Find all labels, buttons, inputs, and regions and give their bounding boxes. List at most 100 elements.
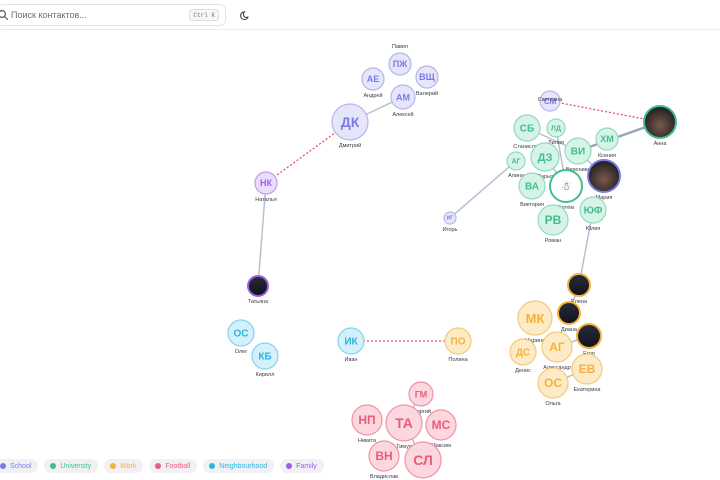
avatar-glyph-icon: ☃ xyxy=(561,180,571,193)
contact-name: Елена xyxy=(571,299,588,305)
link-sm-anna xyxy=(549,100,661,123)
contact-initials: ПЖ xyxy=(393,59,408,69)
contact-photo xyxy=(576,323,602,349)
contact-node-tatyana[interactable]: Татьяна xyxy=(247,275,269,305)
contact-photo xyxy=(643,105,677,139)
theme-toggle-button[interactable] xyxy=(236,6,254,24)
legend-dot xyxy=(155,463,162,469)
contact-avatar xyxy=(408,381,434,407)
contact-avatar xyxy=(595,127,619,151)
contact-initials: СБ xyxy=(520,124,534,135)
contact-name: Диана xyxy=(561,327,578,333)
contact-photo xyxy=(247,275,269,297)
contact-initials: ХМ xyxy=(600,134,614,144)
legend-chip-university[interactable]: University xyxy=(44,459,99,473)
contact-initials: РВ xyxy=(545,213,562,227)
contact-node-egor[interactable]: Егор xyxy=(576,323,602,357)
contact-initials: НК xyxy=(260,178,272,188)
contact-node-anna[interactable]: Анна xyxy=(643,105,677,147)
contact-initials: ГМ xyxy=(415,389,428,399)
link-igor-ag1 xyxy=(449,160,517,219)
search-input[interactable] xyxy=(11,7,181,23)
search-box[interactable]: Ctrl K xyxy=(0,4,226,26)
contact-name: Ольга xyxy=(545,401,561,407)
contact-node-ag2[interactable]: АГАлександр xyxy=(541,331,573,371)
contact-avatar xyxy=(388,52,412,76)
legend-chip-neighbourhood[interactable]: Neighbourhood xyxy=(203,459,275,473)
legend-chip-family[interactable]: Family xyxy=(280,459,324,473)
contact-node-diana[interactable]: Диана xyxy=(557,301,581,333)
legend-dot xyxy=(209,463,216,469)
contact-initials: ОС xyxy=(544,376,562,390)
contact-initials: АГ xyxy=(549,340,565,354)
contact-node-am[interactable]: АМ Алексей xyxy=(390,84,416,118)
contact-avatar xyxy=(251,342,279,370)
contact-initials: АМ xyxy=(396,92,410,102)
contact-avatar xyxy=(337,327,365,355)
contact-node-ag1[interactable]: АГ Алина xyxy=(506,151,526,179)
contact-node-elena[interactable]: Елена xyxy=(567,273,591,305)
contact-initials: ЮФ xyxy=(584,206,603,217)
contact-initials: ТА xyxy=(395,415,413,431)
contact-avatar xyxy=(537,367,569,399)
contact-initials: АГ xyxy=(511,159,520,166)
contact-name: Кирилл xyxy=(256,372,275,378)
contact-name: Полина xyxy=(448,357,468,363)
contact-node-sl[interactable]: СЛ xyxy=(404,441,442,479)
contact-avatar xyxy=(443,211,457,225)
contact-name: Алина xyxy=(508,173,525,179)
contact-photo xyxy=(587,159,621,193)
contact-avatar xyxy=(579,196,607,224)
legend-chip-work[interactable]: Work xyxy=(104,459,144,473)
contact-avatar xyxy=(541,331,573,363)
contact-name: Валерий xyxy=(416,90,438,97)
contact-avatar xyxy=(361,67,385,91)
contact-name: Вероника xyxy=(566,167,591,173)
contact-node-mariya[interactable]: Мария xyxy=(587,159,621,201)
contact-name: Алексей xyxy=(392,111,413,118)
contact-initials: МС xyxy=(432,418,451,432)
moon-icon xyxy=(239,10,249,20)
legend-label: Neighbourhood xyxy=(219,462,268,470)
contact-photo xyxy=(549,169,583,203)
contact-node-os2[interactable]: ОС Ольга xyxy=(537,367,569,407)
contact-initials: МК xyxy=(526,311,545,326)
contact-initials: ДК xyxy=(341,114,360,130)
contact-name: Андрей xyxy=(363,92,382,99)
legend-chip-football[interactable]: Football xyxy=(149,459,198,473)
contact-name: Татьяна xyxy=(248,299,269,305)
contact-name: Олег xyxy=(235,349,248,355)
contact-node-artem[interactable]: ☃Артём xyxy=(549,169,583,211)
contact-initials: ВН xyxy=(375,449,392,463)
legend-chip-school[interactable]: School xyxy=(0,459,39,473)
